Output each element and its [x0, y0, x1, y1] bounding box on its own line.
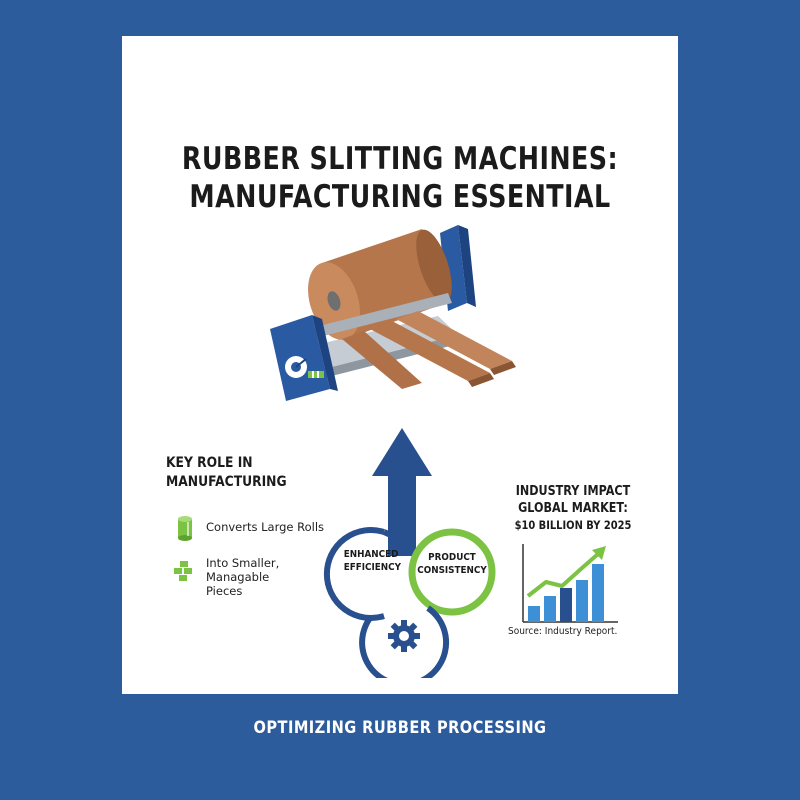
product-consistency-line-2: CONSISTENCY [417, 565, 487, 576]
key-role-item-2-line-3: Pieces [206, 584, 243, 598]
growth-bar-3 [560, 588, 572, 622]
consistency-ring [408, 528, 496, 616]
key-role-heading: KEY ROLE IN MANUFACTURING [166, 454, 307, 492]
market-value-label: $10 BILLION BY 2025 [514, 518, 632, 532]
trend-arrow-head [592, 546, 606, 560]
key-role-item-2-line-1: Into Smaller, [206, 556, 280, 570]
infographic-card: RUBBER SLITTING MACHINES: MANUFACTURING … [122, 36, 678, 694]
product-consistency-line-1: PRODUCT [428, 552, 476, 563]
title-line-2: MANUFACTURING ESSENTIAL [189, 179, 611, 215]
page-title: RUBBER SLITTING MACHINES: MANUFACTURING … [172, 140, 628, 216]
benefits-diagram [323, 428, 496, 678]
cut-pieces-icon [174, 561, 192, 581]
product-consistency-label: PRODUCT CONSISTENCY [417, 551, 487, 577]
footer-tagline: OPTIMIZING RUBBER PROCESSING [253, 718, 547, 738]
global-market-label: GLOBAL MARKET: [518, 501, 628, 516]
enhanced-efficiency-line-2: EFFICIENCY [343, 562, 401, 573]
up-arrow-icon [372, 428, 432, 556]
key-role-item-1-text: Converts Large Rolls [206, 520, 325, 534]
industry-impact-heading: INDUSTRY IMPACT GLOBAL MARKET: $10 BILLI… [509, 483, 638, 534]
title-line-1: RUBBER SLITTING MACHINES: [181, 141, 619, 177]
gear-ring [359, 605, 450, 678]
trend-line [526, 552, 600, 598]
key-role-item-1: Converts Large Rolls [206, 520, 324, 534]
growth-bar-2 [544, 596, 556, 622]
gear-icon [388, 620, 420, 652]
enhanced-efficiency-label: ENHANCED EFFICIENCY [343, 548, 401, 574]
key-role-item-2-line-2: Managable [206, 570, 270, 584]
growth-bar-4 [576, 580, 588, 622]
enhanced-efficiency-line-1: ENHANCED [343, 549, 399, 560]
growth-bar-1 [528, 606, 540, 622]
industry-impact-title: INDUSTRY IMPACT [515, 484, 631, 499]
source-note: Source: Industry Report. [508, 626, 618, 637]
growth-bar-chart-icon [522, 544, 618, 623]
key-role-heading-line-2: MANUFACTURING [166, 474, 287, 490]
growth-bar-5 [592, 564, 604, 622]
rubber-slitting-machine-illustration [270, 225, 516, 401]
rubber-roll-icon [178, 516, 192, 541]
key-role-heading-line-1: KEY ROLE IN [166, 455, 253, 471]
key-role-item-2: Into Smaller, Managable Pieces [206, 556, 279, 598]
efficiency-ring [323, 527, 385, 621]
